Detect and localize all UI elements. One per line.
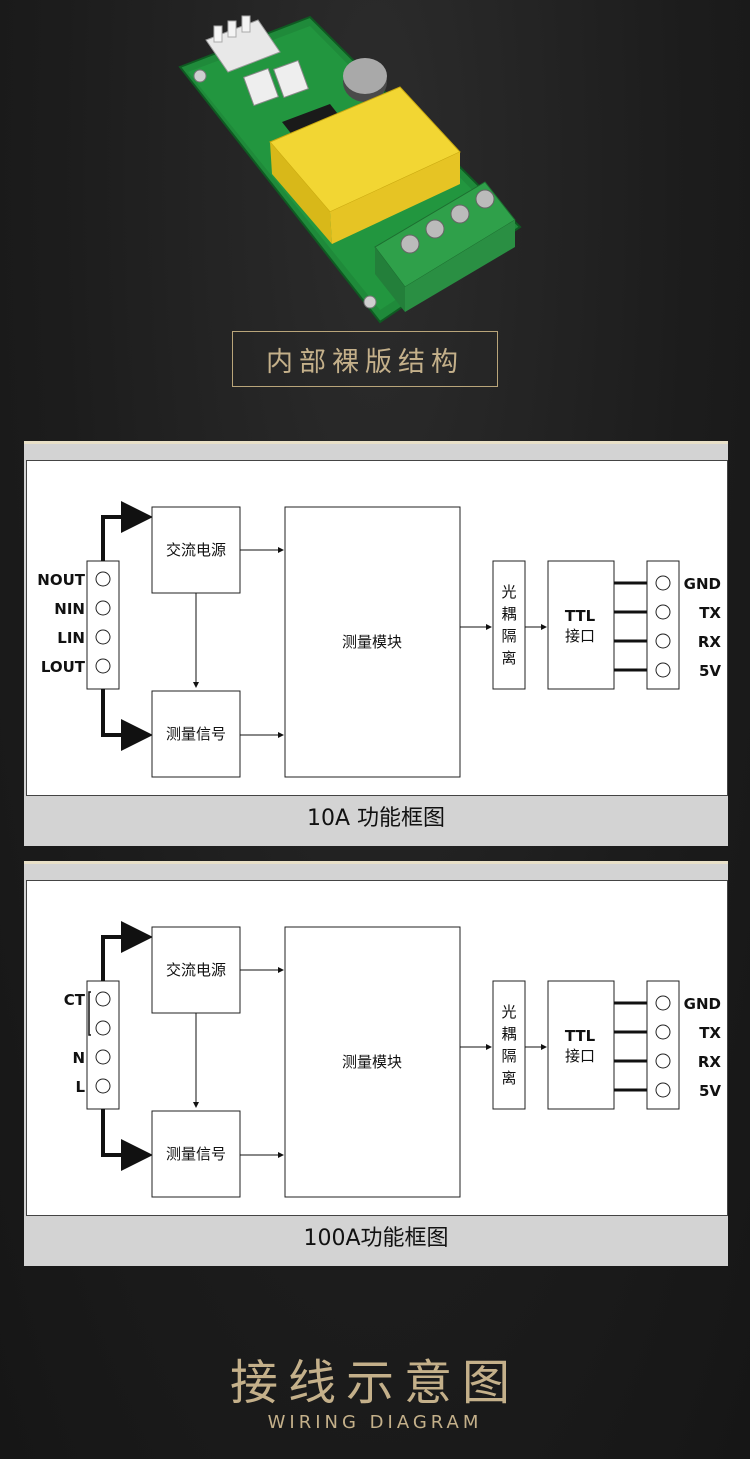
pin-label: TX — [699, 1024, 721, 1042]
optocoupler-box — [492, 980, 526, 1110]
optocoupler-label: 光 — [501, 1003, 516, 1021]
optocoupler-box — [492, 560, 526, 690]
pin-hole — [655, 575, 671, 591]
terminal-label: NOUT — [37, 571, 85, 589]
terminal-hole — [95, 571, 111, 587]
terminal-hole — [95, 1078, 111, 1094]
pin-hole — [655, 1082, 671, 1098]
pin-label: RX — [698, 1053, 722, 1071]
pin-hole — [655, 633, 671, 649]
diagram-panel-10a: NOUT NIN LIN LOUT 交流电源测量信号 测量模块 光耦隔离 TTL 接口 GND TX… — [24, 441, 728, 846]
pcb-module-photo — [170, 12, 530, 332]
terminal-hole — [95, 1049, 111, 1065]
power-arrow — [101, 921, 153, 981]
measure-module-box — [284, 506, 461, 778]
diagram-caption: 100A功能框图 — [303, 1226, 449, 1251]
measure-signal-box — [151, 1110, 241, 1198]
optocoupler-label: 隔 — [501, 1047, 516, 1065]
terminal-label: CT — [64, 991, 86, 1009]
ttl-label: TTL — [565, 1027, 596, 1045]
optocoupler-label: 离 — [501, 1069, 516, 1087]
optocoupler-label: 耦 — [501, 605, 516, 623]
terminal-hole — [95, 629, 111, 645]
optocoupler-label: 隔 — [501, 627, 516, 645]
terminal-label: LIN — [57, 629, 85, 647]
pin-label: GND — [684, 995, 721, 1013]
measure-module-label: 测量模块 — [342, 633, 402, 651]
pcb-illustration — [178, 15, 522, 324]
terminal-label: LOUT — [41, 658, 86, 676]
measure-module-label: 测量模块 — [342, 1053, 402, 1071]
pin-hole — [655, 995, 671, 1011]
ttl-label-2: 接口 — [565, 1047, 595, 1065]
section-subtitle: WIRING DIAGRAM — [267, 1412, 483, 1433]
pin-hole — [655, 1024, 671, 1040]
pin-label: RX — [698, 633, 722, 651]
measure-module-box — [284, 926, 461, 1198]
pin-hole — [655, 662, 671, 678]
optocoupler-label: 耦 — [501, 1025, 516, 1043]
terminal-label: L — [75, 1078, 85, 1096]
ac-power-label: 交流电源 — [166, 961, 226, 979]
measure-signal-label: 测量信号 — [166, 725, 226, 743]
pin-hole — [655, 604, 671, 620]
ttl-label-2: 接口 — [565, 627, 595, 645]
terminal-label: NIN — [54, 600, 85, 618]
signal-arrow — [101, 689, 153, 751]
pin-hole — [655, 1053, 671, 1069]
diagram-canvas: NOUT NIN LIN LOUT 交流电源测量信号 测量模块 光耦隔离 TTL 接口 GND TX… — [26, 460, 728, 796]
measure-signal-box — [151, 690, 241, 778]
power-arrow — [101, 501, 153, 561]
pin-label: GND — [684, 575, 721, 593]
pin-label: 5V — [699, 1082, 721, 1100]
terminal-hole — [95, 1020, 111, 1036]
measure-signal-label: 测量信号 — [166, 1145, 226, 1163]
ttl-interface-box — [547, 980, 615, 1110]
terminal-hole — [95, 658, 111, 674]
section-title: 接线示意图 — [229, 1355, 520, 1411]
signal-arrow — [101, 1109, 153, 1171]
optocoupler-label: 离 — [501, 649, 516, 667]
ac-power-box — [151, 926, 241, 1014]
diagram-caption: 10A 功能框图 — [306, 806, 446, 831]
optocoupler-label: 光 — [501, 583, 516, 601]
ttl-interface-box — [547, 560, 615, 690]
terminal-hole — [95, 991, 111, 1007]
pin-label: 5V — [699, 662, 721, 680]
terminal-hole — [95, 600, 111, 616]
ttl-label: TTL — [565, 607, 596, 625]
pin-label: TX — [699, 604, 721, 622]
photo-title: 内部裸版结构 — [232, 331, 498, 387]
terminal-label: N — [72, 1049, 85, 1067]
ct-bracket — [88, 991, 91, 1036]
ac-power-label: 交流电源 — [166, 541, 226, 559]
